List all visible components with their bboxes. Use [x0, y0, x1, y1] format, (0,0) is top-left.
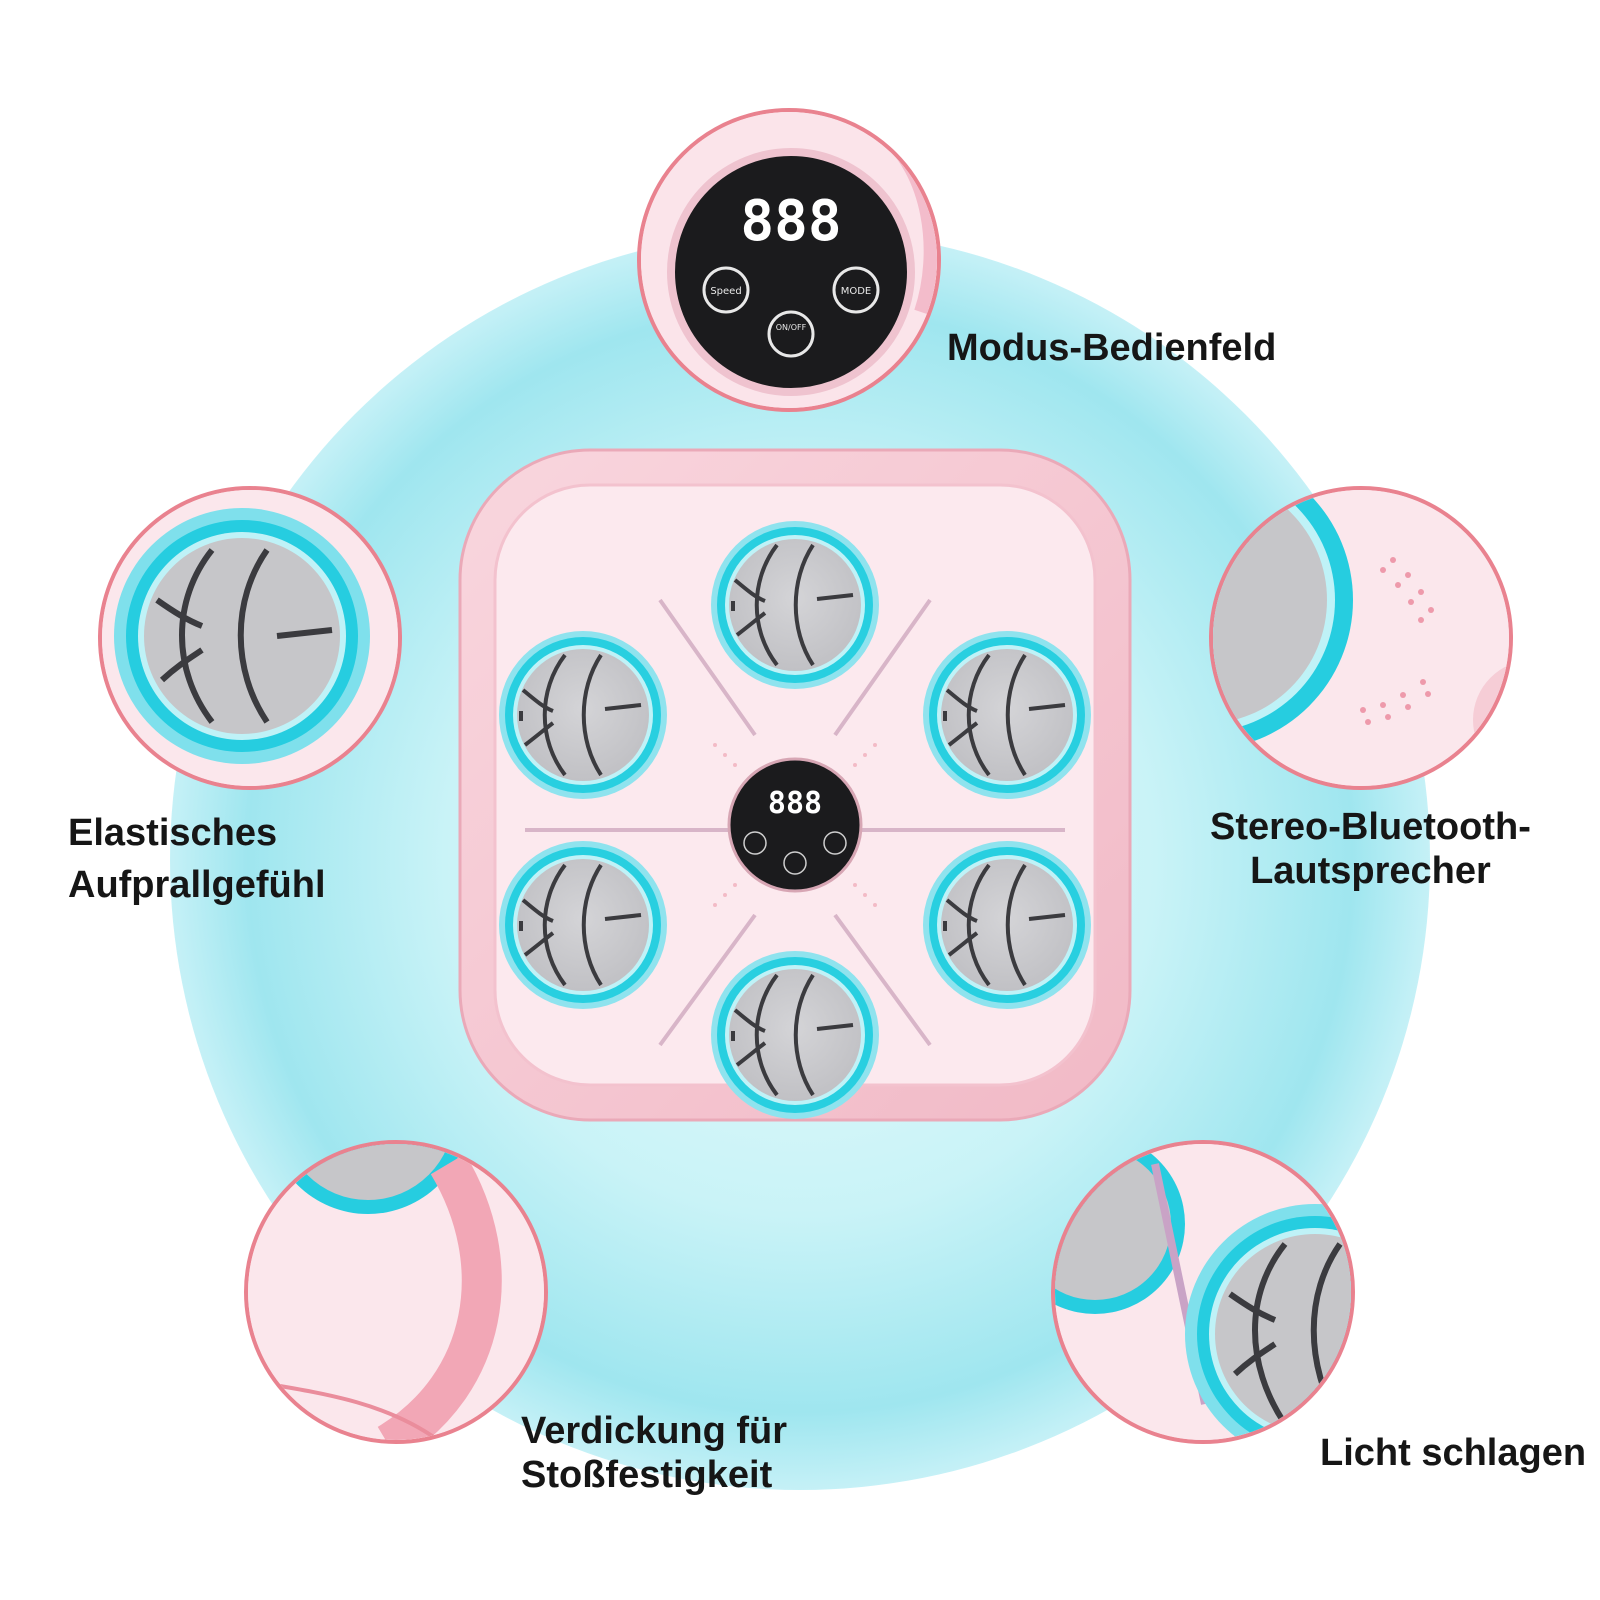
label-speaker-line-2: Lautsprecher — [1250, 849, 1491, 892]
punch-pad-lower-left — [497, 839, 669, 1011]
callout-circle-thick-frame — [244, 1140, 548, 1444]
punch-pad-bottom — [709, 949, 881, 1121]
onoff-button-label: ON/OFF — [776, 323, 807, 332]
boxing-machine-illustration: 888 — [458, 448, 1132, 1122]
label-thickening: Verdickung für Stoßfestigkeit — [521, 1410, 787, 1497]
zoom-display-digits: 888 — [740, 189, 841, 254]
mode-button-label: MODE — [841, 286, 872, 297]
callout-circle-control-panel: 888 Speed MODE ON/OFF — [637, 108, 941, 412]
label-thickening-line-2: Stoßfestigkeit — [521, 1453, 773, 1496]
label-control-panel: Modus-Bedienfeld — [947, 327, 1277, 369]
speed-button-label: Speed — [710, 286, 741, 297]
label-speaker: Stereo-Bluetooth- Lautsprecher — [1210, 806, 1531, 893]
center-control-panel: 888 — [727, 757, 863, 893]
label-elastic-feel: Elastisches Aufprallgefühl — [68, 812, 326, 907]
label-elastic-feel-line-2: Aufprallgefühl — [68, 863, 326, 906]
label-light-hit: Licht schlagen — [1320, 1432, 1587, 1474]
punch-pad-top — [709, 519, 881, 691]
boxing-machine-device: 888 — [455, 445, 1135, 1125]
punch-pad-lower-right — [921, 839, 1093, 1011]
label-elastic-feel-line-1: Elastisches — [68, 812, 278, 854]
center-display-digits: 888 — [768, 786, 822, 821]
label-thickening-line-1: Verdickung für — [521, 1410, 788, 1452]
callout-circle-speaker — [1209, 486, 1513, 790]
label-speaker-line-1: Stereo-Bluetooth- — [1210, 806, 1531, 848]
punch-pad-upper-left — [497, 629, 669, 801]
callout-circle-light-pad — [1051, 1140, 1355, 1444]
callout-circle-elastic-pad — [98, 486, 402, 790]
punch-pad-upper-right — [921, 629, 1093, 801]
